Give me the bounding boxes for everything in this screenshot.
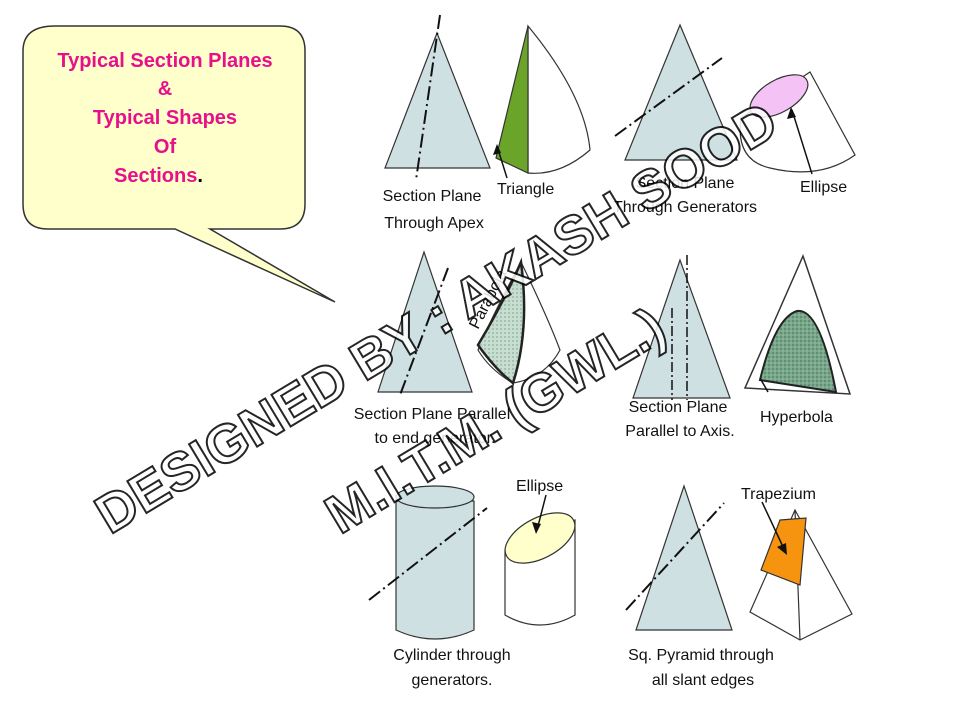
label-pyramid-2: all slant edges: [652, 672, 754, 689]
label-apex-plane-1: Section Plane: [383, 188, 482, 205]
callout-title-line-4: Of: [154, 136, 177, 158]
label-ellipse-cylinder: Ellipse: [516, 478, 563, 495]
label-parallel-end-gen-2: to end generator.: [375, 430, 496, 447]
label-generators-plane-1: Section Plane: [636, 175, 735, 192]
cone-parallel-end-generator: [377, 250, 473, 396]
label-apex-plane-2: Through Apex: [384, 215, 484, 232]
cylinder-through-generators: [368, 485, 488, 640]
label-parallel-end-gen-1: Section Plane Parallel: [354, 406, 511, 423]
label-ellipse-top: Ellipse: [800, 179, 847, 196]
label-parallel-axis-2: Parallel to Axis.: [625, 423, 734, 440]
label-pyramid-1: Sq. Pyramid through: [628, 647, 774, 664]
label-parallel-axis-1: Section Plane: [629, 399, 728, 416]
hyperbola-section-shape: [743, 253, 852, 395]
cone-parallel-axis: [632, 255, 731, 400]
cone-apex-plane: [384, 14, 491, 181]
triangle-section-shape: [493, 24, 591, 179]
callout-title-line-2: &: [158, 78, 172, 100]
cone-generators-plane: [614, 23, 738, 161]
trapezium-section-shape: [749, 501, 853, 641]
cylinder-ellipse-section-shape: [504, 494, 576, 626]
label-hyperbola: Hyperbola: [760, 409, 833, 426]
title-callout: Typical Section Planes & Typical Shapes …: [22, 25, 336, 303]
label-cylinder-2: generators.: [412, 672, 493, 689]
square-pyramid-slant-edges: [625, 484, 733, 631]
callout-title-line-3: Typical Shapes: [93, 107, 237, 129]
label-cylinder-1: Cylinder through: [393, 647, 510, 664]
label-triangle: Triangle: [497, 181, 554, 198]
ellipse-section-shape: [739, 71, 856, 175]
callout-title-line-5: Sections.: [114, 165, 203, 187]
callout-title-line-1: Typical Section Planes: [57, 50, 272, 72]
label-trapezium: Trapezium: [741, 486, 816, 503]
parabola-section-shape: [476, 257, 561, 386]
label-generators-plane-2: Through Generators: [613, 199, 757, 216]
